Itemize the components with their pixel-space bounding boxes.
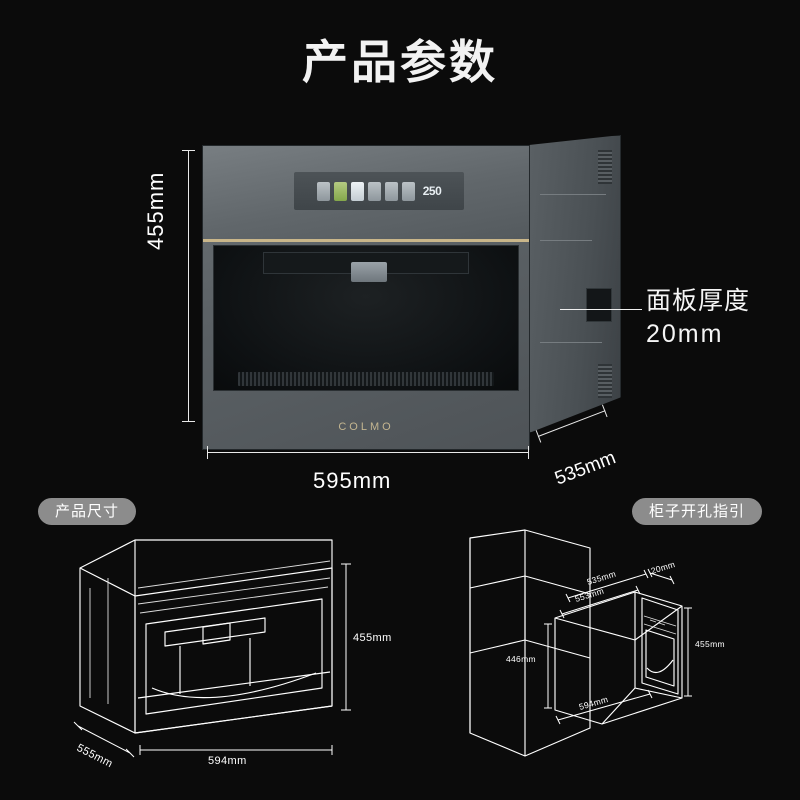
width-dimension-line	[207, 446, 529, 459]
side-service-port	[586, 288, 612, 322]
coffee-spout	[350, 262, 387, 282]
page-title: 产品参数	[302, 36, 498, 88]
latte-icon[interactable]	[333, 181, 347, 201]
cabinet-outer-height-dimension: 455mm	[684, 607, 725, 697]
cabinet-panel-thickness-label: 20mm	[650, 559, 677, 576]
product-height-label: 455mm	[353, 632, 392, 644]
product-wireframe-side	[89, 578, 109, 704]
badge-product-dimensions: 产品尺寸	[38, 498, 137, 525]
cabinet-cutout-width-dimension: 594mm	[555, 689, 653, 725]
hot-water-icon[interactable]	[384, 181, 398, 201]
cabinet-cutout-height-label: 446mm	[506, 654, 536, 664]
side-seam-3	[540, 342, 602, 343]
cabinet-cutout-drawing: 535mm 20mm 553mm 455mm 446mm 594mm	[450, 528, 770, 773]
cabinet-cutout-height-dimension: 446mm	[506, 623, 552, 709]
product-width-dimension: 594mm	[139, 745, 333, 767]
panel-thickness-value: 20mm	[646, 320, 724, 348]
product-depth-dimension: 555mm	[73, 721, 135, 770]
side-seam-1	[540, 194, 606, 195]
cabinet-inner-depth-label: 553mm	[574, 586, 605, 604]
americano-icon[interactable]	[367, 181, 381, 201]
height-dimension-label: 455mm	[143, 171, 168, 250]
product-width-label: 594mm	[208, 755, 247, 767]
width-dimension-label: 595mm	[313, 468, 392, 493]
control-display: 250	[294, 172, 464, 210]
panel-thickness-callout: 面板厚度 20mm	[646, 285, 750, 351]
vent-slot-bottom	[598, 364, 612, 398]
panel-thickness-title: 面板厚度	[646, 287, 751, 315]
height-dimension-line	[182, 150, 195, 422]
cabinet-column	[469, 529, 591, 757]
vent-slot-top	[598, 150, 612, 184]
product-side-body	[529, 135, 621, 433]
side-seam-2	[540, 240, 592, 241]
front-face: 250 COLMO	[202, 145, 530, 450]
cabinet-inner-depth-dimension: 553mm	[559, 586, 641, 619]
product-depth-label: 555mm	[75, 742, 115, 770]
product-wireframe-front	[134, 560, 333, 734]
milk-froth-icon[interactable]	[401, 181, 415, 201]
brewing-cavity	[213, 245, 519, 391]
depth-dimension-label: 535mm	[552, 447, 619, 490]
control-panel: 250	[203, 146, 529, 242]
cabinet-cutout-width-label: 594mm	[578, 694, 609, 712]
cabinet-panel-thickness-dimension: 20mm	[647, 559, 677, 585]
cabinet-outer-height-label: 455mm	[695, 639, 725, 649]
panel-thickness-leader-line	[560, 309, 642, 310]
product-wireframe-box	[79, 539, 333, 734]
product-front-body: 250 COLMO	[202, 145, 530, 450]
hero-product-section: 250 COLMO 455mm 595mm 535mm 面板厚度 2	[0, 120, 800, 500]
badge-cabinet-guide: 柜子开孔指引	[632, 498, 763, 525]
cappuccino-icon[interactable]	[350, 181, 364, 201]
volume-readout: 250	[422, 184, 442, 198]
brand-logo: COLMO	[338, 421, 394, 433]
product-height-dimension: 455mm	[341, 563, 392, 711]
drip-tray-grate	[238, 372, 494, 386]
espresso-icon[interactable]	[316, 181, 330, 201]
cabinet-appliance	[554, 591, 683, 725]
product-dimension-drawing: 455mm 594mm 555mm	[60, 528, 391, 773]
